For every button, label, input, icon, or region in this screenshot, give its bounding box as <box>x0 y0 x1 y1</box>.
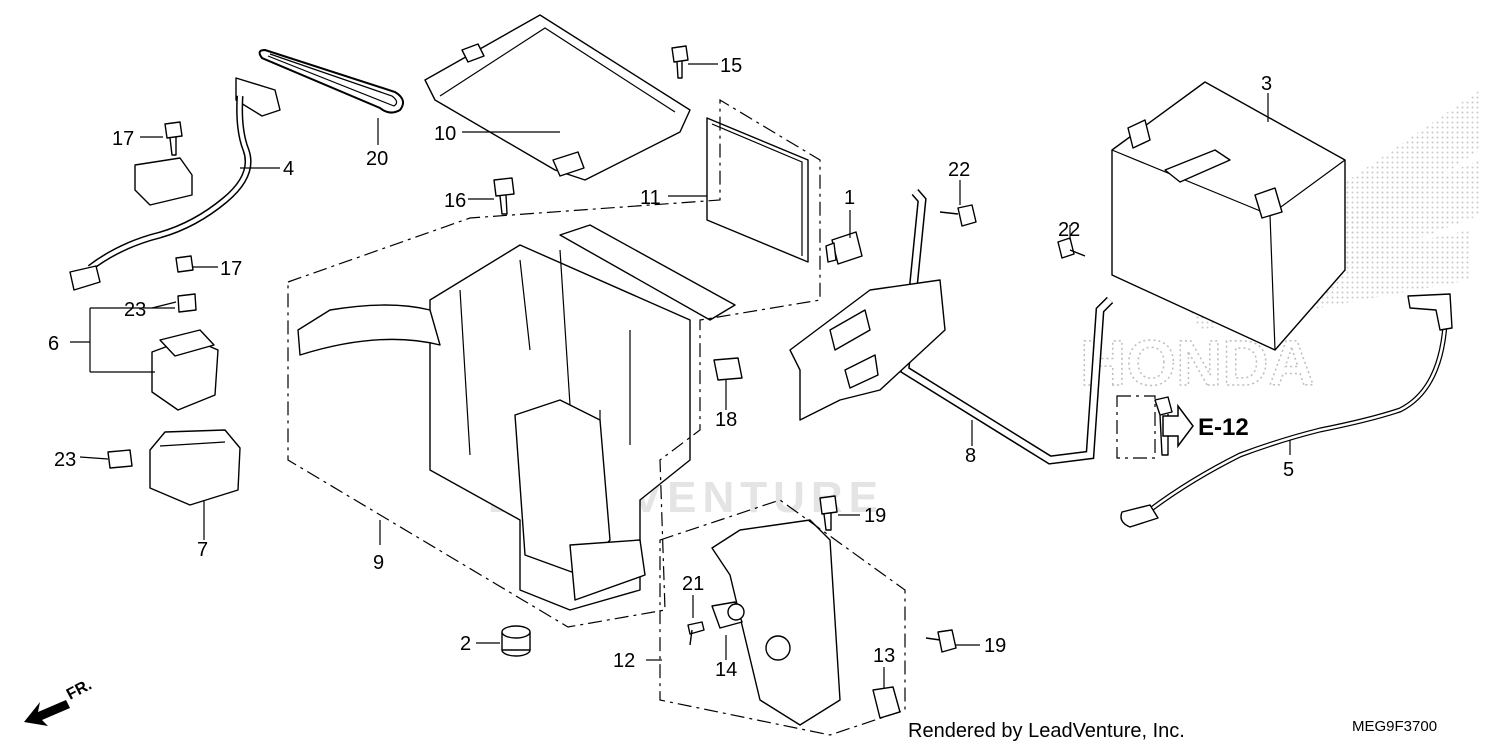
part-1-connector <box>825 231 863 265</box>
part-12-kit-boundary <box>659 499 906 736</box>
callout-19-upper: 19 <box>864 505 886 527</box>
part-7-relay-cover <box>149 429 241 506</box>
callout-8: 8 <box>965 445 976 467</box>
callout-17-upper: 17 <box>112 128 134 150</box>
callout-12: 12 <box>613 650 635 672</box>
part-8-stay-bracket <box>789 189 1114 465</box>
callout-3: 3 <box>1261 73 1272 95</box>
part-5-cable <box>1120 293 1453 528</box>
callout-19-lower: 19 <box>984 635 1006 657</box>
callout-6: 6 <box>48 333 59 355</box>
part-20-rubber-band <box>258 48 405 114</box>
part-18-clip <box>713 357 743 381</box>
callout-9: 9 <box>373 552 384 574</box>
e12-reference: E-12 <box>1162 403 1249 449</box>
callout-20: 20 <box>366 148 388 170</box>
front-arrow-icon <box>24 700 70 726</box>
callout-16: 16 <box>444 190 466 212</box>
callout-23-upper: 23 <box>124 299 146 321</box>
callout-13: 13 <box>873 645 895 667</box>
callout-23-lower: 23 <box>54 449 76 471</box>
part-14-knob <box>711 601 745 629</box>
callout-10: 10 <box>434 123 456 145</box>
callout-5: 5 <box>1283 459 1294 481</box>
callout-18: 18 <box>715 409 737 431</box>
part-6-relay <box>151 329 219 411</box>
front-direction-label: FR. <box>64 676 95 703</box>
leader-lines <box>70 63 1291 688</box>
drawing-code: MEG9F3700 <box>1352 718 1438 735</box>
footer-credit: Rendered by LeadVenture, Inc. <box>908 720 1185 742</box>
reference-arrow-icon <box>1162 403 1194 449</box>
e12-reference-label: E-12 <box>1198 414 1249 441</box>
part-9-kit-boundary <box>287 98 821 628</box>
callout-17-lower: 17 <box>220 258 242 280</box>
callout-22-left: 22 <box>948 159 970 181</box>
e12-bolt-boundary <box>1116 395 1156 459</box>
part-2-grommet <box>501 625 531 657</box>
callout-numbers: 1 2 3 4 5 6 7 8 9 10 11 12 13 14 15 16 1… <box>48 55 1294 681</box>
callout-7: 7 <box>197 539 208 561</box>
callout-22-right: 22 <box>1058 219 1080 241</box>
callout-1: 1 <box>844 187 855 209</box>
part-4-wire-harness <box>69 77 281 291</box>
part-23-fuse-upper <box>177 293 197 313</box>
callout-4: 4 <box>283 158 294 180</box>
callout-2: 2 <box>460 633 471 655</box>
part-9-battery-tray <box>297 224 736 611</box>
part-11-pad <box>706 117 809 263</box>
part-3-battery <box>1111 81 1346 351</box>
part-23-fuse-lower <box>107 449 133 469</box>
front-direction-marker: FR. <box>24 676 95 726</box>
callout-21: 21 <box>682 573 704 595</box>
callout-15: 15 <box>720 55 742 77</box>
callout-14: 14 <box>715 659 737 681</box>
part-10-cover <box>424 14 691 181</box>
callout-11: 11 <box>640 187 661 209</box>
